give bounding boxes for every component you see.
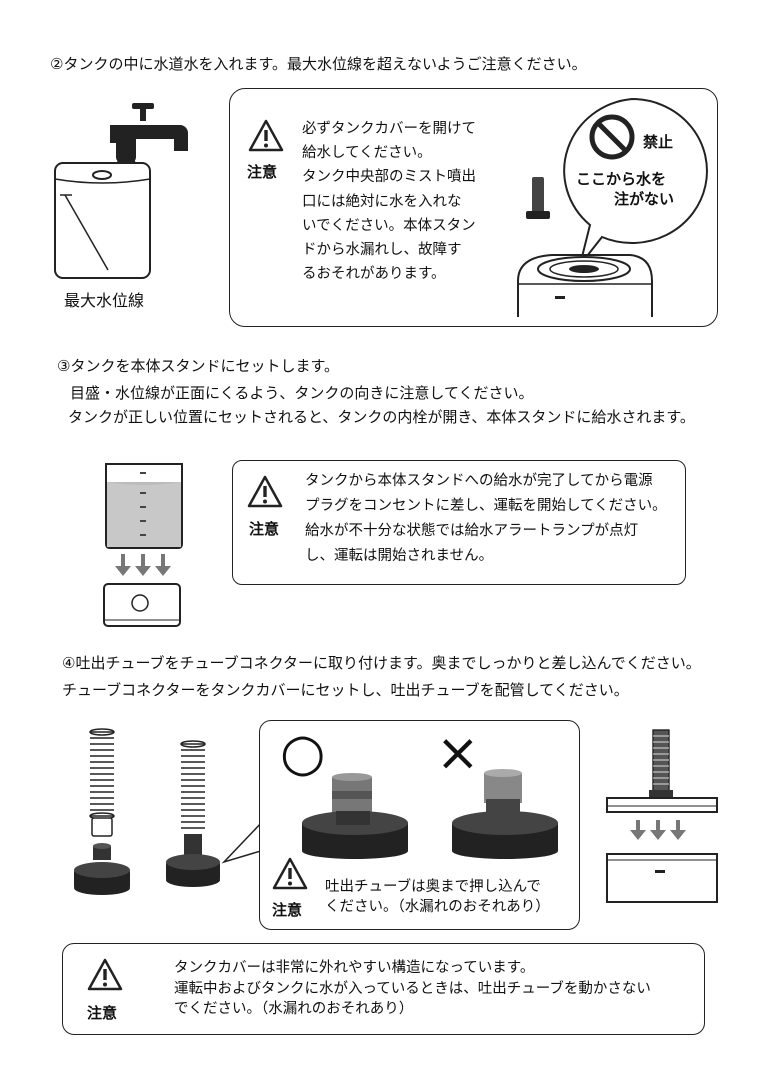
no-water-line1: ここから水を [576,170,667,188]
warning-triangle-icon [247,475,283,508]
tank-cover-tube-illustration [606,729,718,903]
step2-heading: ②タンクの中に水道水を入れます。最大水位線を超えないようご注意ください。 [50,55,587,73]
correct-connection-illustration [302,773,408,859]
caution-line: プラグをコンセントに差し、運転を開始してください。 [305,498,667,514]
step3-caution-text: タンクから本体スタンドへの給水が完了してから電源 プラグをコンセントに差し、運転… [305,469,667,569]
step4-caution-text: 吐出チューブは奥まで押し込んで ください。（水漏れのおそれあり） [325,877,550,917]
faucet-tank-illustration [54,103,188,279]
step3-line2: タンクが正しい位置にセットされると、タンクの内栓が開き、本体スタンドに給水されま… [68,408,695,426]
caution-line: タンクから本体スタンドへの給水が完了してから電源 [305,473,653,489]
step4-caution-label: 注意 [272,901,303,919]
step4-caution-box: ○ × 注意 吐出チューブは奥まで押し込んで ください。（水漏れのおそれあり） [259,720,580,930]
step3-heading: ③タンクを本体スタンドにセットします。 [57,357,339,375]
caution-line: ドから水漏れし、故障す [302,242,462,259]
bottom-caution-label: 注意 [87,1004,118,1022]
step2-caution-box: 注意 必ずタンクカバーを開けて 給水してください。 タンク中央部のミスト噴出 口… [229,88,718,327]
step4-heading: ④吐出チューブをチューブコネクターに取り付けます。奥までしっかりと差し込んでくだ… [62,654,701,672]
incorrect-connection-illustration [452,769,558,859]
no-water-line2: 注がない [614,190,675,208]
step4-line2: チューブコネクターをタンクカバーにセットし、吐出チューブを配管してください。 [62,681,629,699]
caution-line: ください。（水漏れのおそれあり） [325,899,550,915]
caution-line: 給水してください。 [302,145,432,162]
step2-caution-label: 注意 [247,163,278,181]
caution-line: 口には絶対に水を入れな [302,193,462,210]
caution-line: し、運転は開始されません。 [305,548,494,564]
caution-line: 運転中およびタンクに水が入っているときは、吐出チューブを動かさない [174,980,651,997]
step3-line1: 目盛・水位線が正面にくるよう、タンクの向きに注意してください。 [70,384,534,402]
caution-line: 給水が不十分な状態では給水アラートランプが点灯 [305,523,639,539]
caution-line: るおそれがあります。 [302,266,446,283]
caution-line: いでください。本体スタン [302,217,476,234]
step3-caution-box: 注意 タンクから本体スタンドへの給水が完了してから電源 プラグをコンセントに差し… [232,460,686,585]
warning-triangle-icon [248,119,284,152]
caution-line: でください。（水漏れのおそれあり） [174,1001,414,1017]
tank-stand-illustration [103,463,183,627]
prohibited-label: 禁止 [643,133,674,151]
caution-line: タンクカバーは非常に外れやすい構造になっています。 [174,960,535,976]
caution-line: 吐出チューブは奥まで押し込んで [325,879,541,895]
step2-caution-text: 必ずタンクカバーを開けて 給水してください。 タンク中央部のミスト噴出 口には絶… [302,117,476,286]
bottom-caution-box: 注意 タンクカバーは非常に外れやすい構造になっています。 運転中およびタンクに水… [62,943,705,1035]
ng-cross-icon: × [436,723,480,783]
tube-connector-illustration [74,728,220,895]
caution-line: タンク中央部のミスト噴出 [302,169,476,186]
ok-circle-icon: ○ [280,723,326,783]
warning-triangle-icon [87,958,123,991]
caution-line: 必ずタンクカバーを開けて [302,121,476,137]
bottom-caution-text: タンクカバーは非常に外れやすい構造になっています。 運転中およびタンクに水が入っ… [174,958,651,1020]
max-water-line-label: 最大水位線 [64,291,145,310]
tank-top-illustration [517,177,653,317]
prohibited-icon [589,114,635,160]
step3-caution-label: 注意 [249,520,280,538]
step4-box-pointer [221,819,265,864]
warning-triangle-icon [272,857,308,890]
